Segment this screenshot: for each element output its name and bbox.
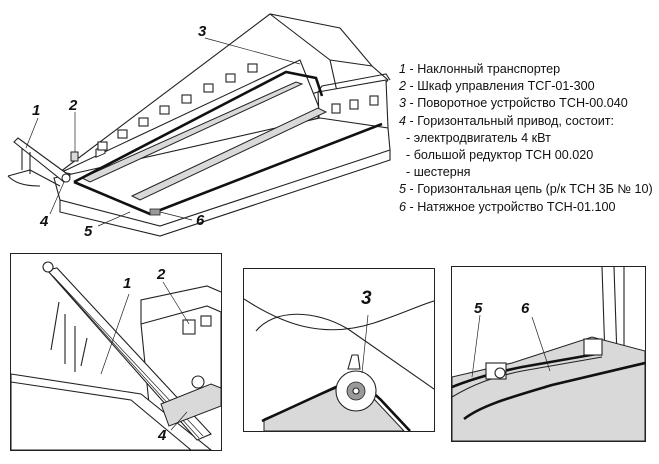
legend-item: 6 - Натяжное устройство ТСН-01.100 xyxy=(399,199,616,214)
control-cabinet xyxy=(182,319,196,335)
callout-tensioner: 6 xyxy=(521,300,530,317)
callout-horizontal-chain: 5 xyxy=(84,223,93,240)
turning-device-detail xyxy=(244,298,434,431)
detail-panel-chain-tensioner: 5 6 xyxy=(451,266,646,442)
callout-horizontal-chain: 5 xyxy=(474,300,483,317)
control-cabinet xyxy=(70,151,79,162)
inclined-conveyor xyxy=(45,267,212,441)
detail-panel-inclined-conveyor: 1 2 4 xyxy=(10,253,222,451)
detail-panel-turning-device: 3 xyxy=(243,268,435,432)
inclined-conveyor-detail xyxy=(11,261,221,450)
callout-control-cabinet: 2 xyxy=(69,97,78,114)
callout-inclined-conveyor: 1 xyxy=(123,275,132,292)
legend-item: 1 - Наклонный транспортер xyxy=(399,62,561,76)
legend: 1 - Наклонный транспортер 2 - Шкаф управ… xyxy=(399,61,653,216)
tensioner xyxy=(149,208,161,216)
legend-subitem: - шестерня xyxy=(406,165,471,180)
leader-lines xyxy=(25,37,301,227)
callout-horizontal-drive: 4 xyxy=(40,213,49,230)
horizontal-drive xyxy=(191,375,205,389)
callout-horizontal-drive: 4 xyxy=(158,427,167,444)
legend-item: 2 - Шкаф управления ТСГ-01-300 xyxy=(399,79,595,94)
legend-item: 5 - Горизонтальная цепь (р/к ТСН 3Б № 10… xyxy=(399,182,653,197)
legend-subitem: - большой редуктор ТСН 00.020 xyxy=(406,148,594,163)
callout-control-cabinet: 2 xyxy=(157,266,166,283)
window-row xyxy=(97,63,258,151)
horizontal-drive xyxy=(61,173,71,183)
legend-item: 3 - Поворотное устройство ТСН-00.040 xyxy=(399,96,628,111)
callout-turning-device: 3 xyxy=(198,23,207,40)
callout-turning-device: 3 xyxy=(361,288,372,309)
callout-inclined-conveyor: 1 xyxy=(32,102,41,119)
chain-tensioner-detail xyxy=(452,267,645,441)
legend-item: 4 - Горизонтальный привод, состоит: xyxy=(399,113,615,128)
legend-subitem: - электродвигатель 4 кВт xyxy=(406,130,551,145)
inclined-conveyor xyxy=(7,137,71,187)
callout-tensioner: 6 xyxy=(196,212,205,229)
